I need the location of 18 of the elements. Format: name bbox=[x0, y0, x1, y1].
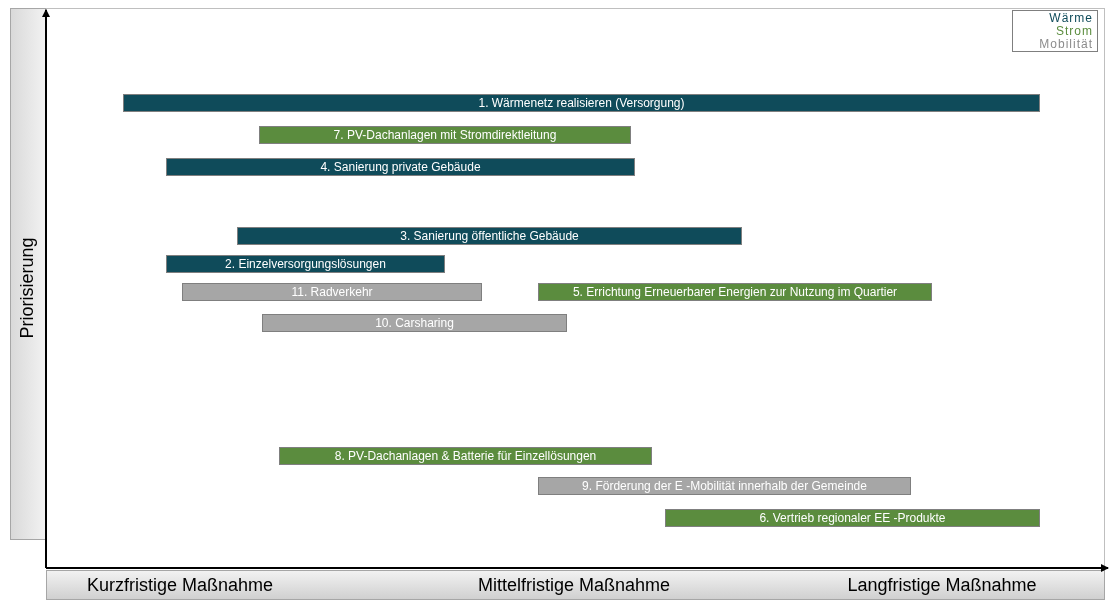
timeline-bar: 5. Errichtung Erneuerbarer Energien zur Nutzung im Quartier bbox=[538, 283, 932, 301]
timeline-bar: 3. Sanierung öffentliche Gebäude bbox=[237, 227, 742, 245]
legend-text: Wärme bbox=[1049, 12, 1093, 25]
timeline-bar: 4. Sanierung private Gebäude bbox=[166, 158, 635, 176]
timeline-bar: 7. PV-Dachanlagen mit Stromdirektleitung bbox=[259, 126, 631, 144]
timeline-bar: 10. Carsharing bbox=[262, 314, 567, 332]
legend-text: Strom bbox=[1056, 25, 1093, 38]
axis-title: Priorisierung bbox=[16, 237, 38, 339]
axis-label: Mittelfristige Maßnahme bbox=[477, 575, 671, 596]
legend-text: Mobilität bbox=[1039, 38, 1093, 51]
axis-label: Langfristige Maßnahme bbox=[847, 575, 1037, 596]
axis-label: Kurzfristige Maßnahme bbox=[86, 575, 274, 596]
timeline-bar: 6. Vertrieb regionaler EE -Produkte bbox=[665, 509, 1040, 527]
timeline-bar: 2. Einzelversorgungslösungen bbox=[166, 255, 445, 273]
timeline-bar: 11. Radverkehr bbox=[182, 283, 482, 301]
timeline-bar: 8. PV-Dachanlagen & Batterie für Einzellösungen bbox=[279, 447, 652, 465]
timeline-bar: 9. Förderung der E -Mobilität innerhalb der Gemeinde bbox=[538, 477, 911, 495]
timeline-bar: 1. Wärmenetz realisieren (Versorgung) bbox=[123, 94, 1040, 112]
